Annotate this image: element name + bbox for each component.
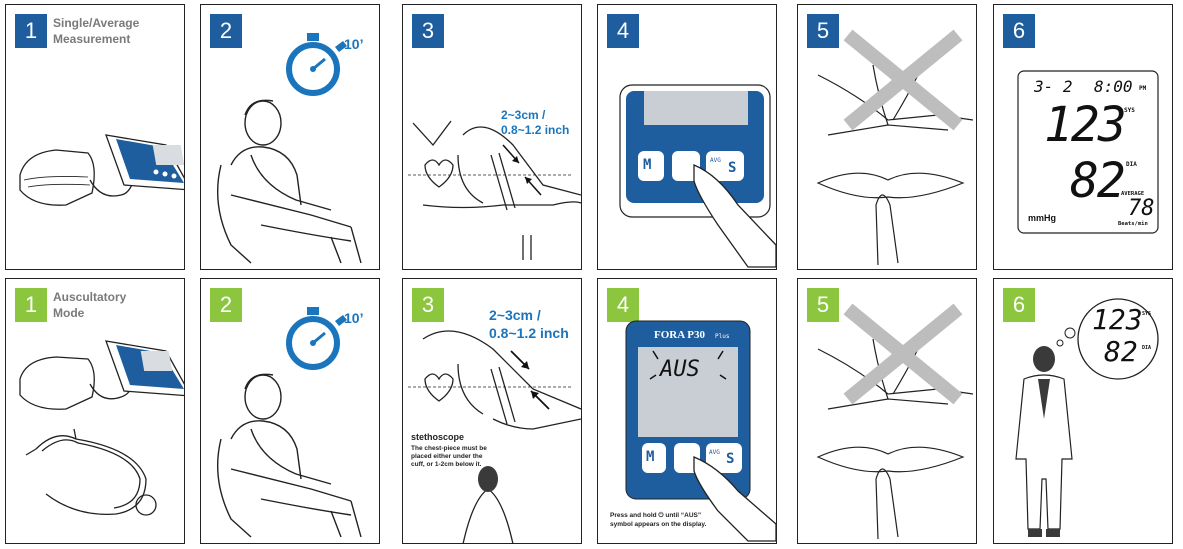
step-5-no-move-panel: 5 [797,278,977,544]
lcd-pulse-value: 78 [1128,196,1155,221]
step-2-rest-panel: 2 10’ [200,4,380,270]
bubble-systolic-value: 123 [1092,303,1143,336]
step-number: 5 [807,14,839,48]
step-3-cuff-panel: 3 2~3cm / 0.8~1.2 inch [402,4,582,270]
cuff-and-stethoscope-placement-illustration [408,330,581,543]
step-number: 6 [1003,288,1035,322]
m-button-label: M [646,449,655,465]
lcd-average-label: AVERAGE [1121,191,1145,197]
step-6-result-panel: 6 3- 2 8:00 PM 123 SYS 82 DIA AVERAGE 78… [993,4,1173,270]
cuff-distance-line1: 2~3cm / [501,108,546,122]
lcd-pm: PM [1139,85,1147,92]
step-number: 2 [210,14,242,48]
step-5-no-move-panel: 5 [797,4,977,270]
step-number: 4 [607,14,639,48]
step-label: Auscultatory Mode [53,290,127,320]
step-4-press-start-panel: 4 M AVG S [597,4,777,270]
avg-button-label: AVG [710,157,721,164]
lcd-dia-label: DIA [1126,161,1137,168]
monitor-cuff-stethoscope-illustration [19,340,184,516]
lcd-aus-display: AUS [660,357,700,382]
lcd-date: 3- 2 [1034,77,1073,96]
bubble-diastolic-value: 82 [1104,335,1138,368]
lcd-sys-label: SYS [1124,107,1135,114]
bubble-dia-label: DIA [1142,345,1152,351]
bp-monitor-with-cuff-illustration [19,134,184,206]
lcd-display-frame [1017,70,1159,234]
step-number: 1 [15,14,47,48]
rest-time: 10’ [344,36,364,52]
aus-instruction-line2: symbol appears on the display. [610,521,707,528]
step-6-doctor-panel: 6 123 SYS 82 DIA [993,278,1173,544]
seated-person-with-timer-illustration [217,307,362,538]
step-number: 6 [1003,14,1035,48]
s-button-label: S [726,451,735,467]
step-3-stethoscope-panel: 3 2~3cm / 0.8~1.2 inch stethoscope The c… [402,278,582,544]
step-number: 5 [807,288,839,322]
bubble-sys-label: SYS [1142,311,1152,317]
avg-button-label: AVG [709,449,720,456]
lcd-pulse-unit: Beats/min [1118,221,1148,227]
step-number: 3 [412,288,444,322]
step-number: 1 [15,288,47,322]
step-2-rest-panel: 2 10’ [200,278,380,544]
no-movement-no-talking-illustration [816,29,974,266]
step-1-auscultatory-panel: 1 Auscultatory Mode [5,278,185,544]
monitor-button-press-illustration [619,84,776,268]
step-number: 4 [607,288,639,322]
aus-instruction-line1: Press and hold ⏻ until “AUS” [610,512,702,519]
cuff-distance-line2: 0.8~1.2 inch [501,123,570,137]
step-number: 2 [210,288,242,322]
m-button-label: M [643,157,652,173]
cuff-distance-line2: 0.8~1.2 inch [489,325,569,341]
step-number: 3 [412,14,444,48]
brand-plus: Plus [715,333,730,340]
rest-time: 10’ [344,310,364,326]
lcd-unit-mmhg: mmHg [1028,213,1057,223]
cuff-placement-illustration [408,120,581,260]
stethoscope-title: stethoscope [411,432,465,442]
lcd-diastolic-value: 82 [1070,153,1126,209]
stethoscope-note: The chest-piece must be placed either un… [411,445,487,468]
cuff-distance-line1: 2~3cm / [489,307,541,323]
doctor-thought-bubble-illustration [1015,298,1159,537]
s-button-label: S [728,160,737,176]
step-label: Single/Average Measurement [53,16,140,46]
no-movement-no-talking-illustration [816,303,974,540]
lcd-systolic-value: 123 [1044,97,1127,153]
lcd-time: 8:00 [1094,77,1133,96]
brand-name: FORA P30 [654,329,706,341]
monitor-aus-display-illustration [625,320,776,542]
step-4-aus-mode-panel: 4 FORA P30 Plus AUS M AVG S Press and ho… [597,278,777,544]
seated-person-with-timer-illustration [217,33,362,264]
step-1-single-panel: 1 Single/Average Measurement [5,4,185,270]
